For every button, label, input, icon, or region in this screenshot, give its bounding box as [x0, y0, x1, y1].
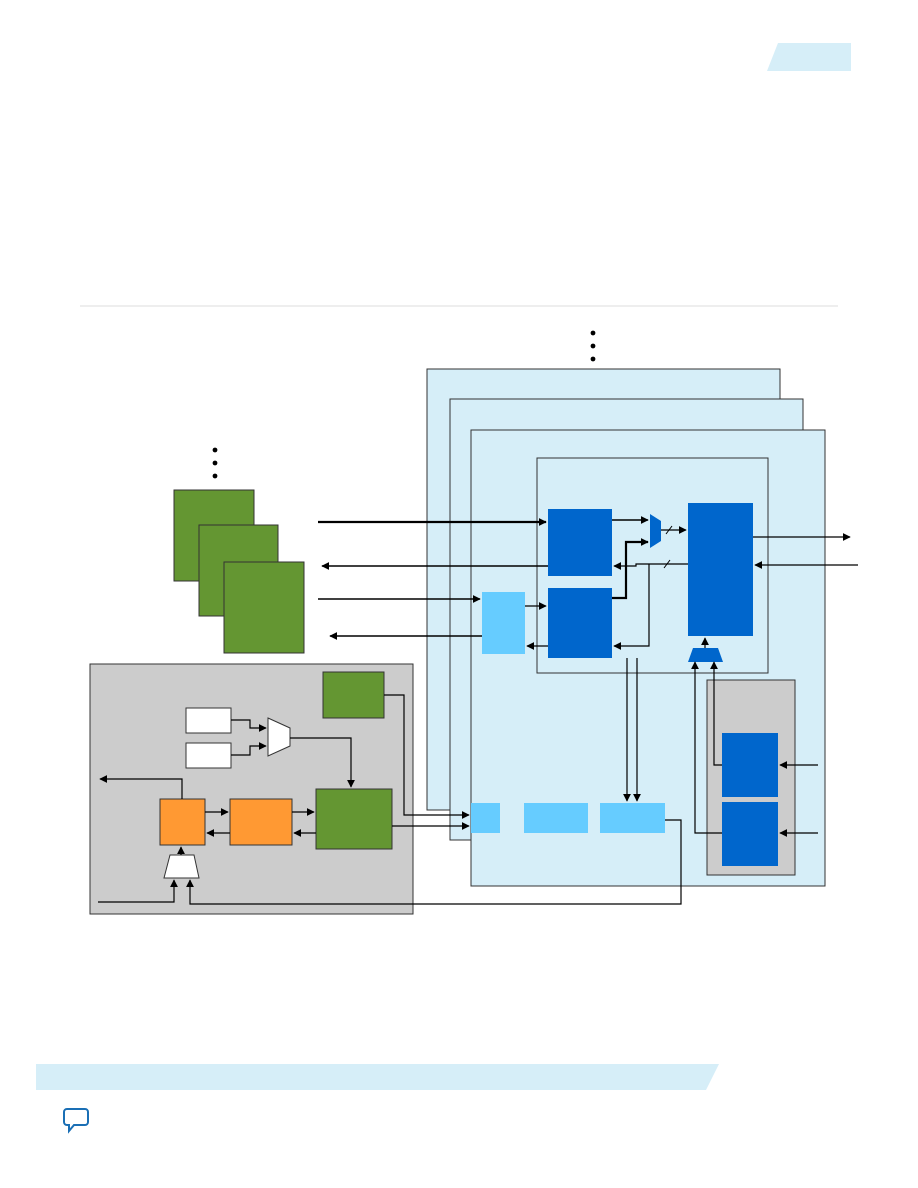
reconfig-input-a	[185, 707, 232, 734]
light-blue-small-block	[471, 803, 500, 833]
pll-block-top	[722, 733, 778, 797]
rx-pcs-block	[548, 588, 612, 658]
reconfig-input-b	[185, 742, 232, 769]
signal-wires	[98, 516, 858, 905]
feedback-speech-bubble-icon	[63, 1108, 89, 1134]
orange-block-right	[229, 798, 293, 846]
light-blue-middle-block	[524, 803, 588, 833]
fabric-block-front	[223, 561, 305, 654]
orange-block-left	[159, 798, 206, 846]
reconfig-green-top	[322, 671, 385, 719]
orange-select-mux	[163, 854, 200, 879]
pll-block-bottom	[722, 802, 778, 866]
feedback-button[interactable]	[62, 1106, 92, 1136]
tx-pcs-block	[548, 509, 612, 576]
pma-block	[688, 503, 753, 636]
vertical-ellipsis-icon	[590, 330, 596, 362]
light-blue-right-block	[600, 803, 665, 833]
reconfig-mux	[267, 717, 291, 757]
tx-mux	[650, 514, 661, 548]
footer-bar	[36, 1064, 719, 1090]
light-blue-adapter-block	[482, 592, 525, 654]
clock-mux	[688, 648, 723, 662]
reconfig-green-main	[315, 788, 393, 850]
header-tab	[767, 43, 851, 71]
vertical-ellipsis-icon	[212, 447, 218, 479]
